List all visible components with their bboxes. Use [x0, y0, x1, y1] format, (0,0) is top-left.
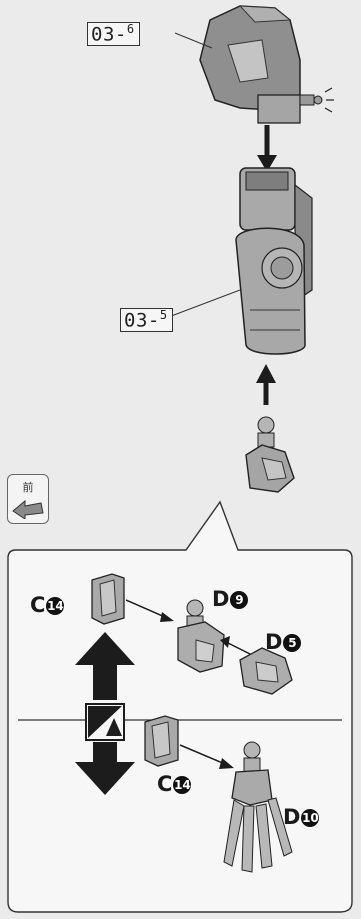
callout-suffix: 6	[126, 22, 135, 36]
arrow-left-icon	[12, 499, 44, 519]
insert-arrow-up	[256, 364, 276, 405]
part-number: 9	[230, 591, 249, 609]
insert-arrow-down	[257, 125, 277, 172]
part-letter: C	[30, 593, 46, 617]
seat-part-illustration	[245, 416, 295, 493]
part-number: 10	[301, 809, 320, 827]
part-letter: D	[265, 630, 283, 654]
head-part-illustration	[199, 5, 334, 124]
part-number: 14	[46, 597, 65, 615]
part-letter: D	[212, 587, 230, 611]
front-direction-badge: 前	[7, 474, 49, 524]
d5-part	[239, 647, 293, 695]
part-letter: D	[283, 805, 301, 829]
up-down-arrow-icon	[75, 632, 135, 795]
part-letter: C	[157, 772, 173, 796]
part-number: 5	[283, 634, 302, 652]
option-swap-icon	[85, 703, 125, 741]
c14-part-lower	[144, 715, 179, 767]
callout-prefix: 03-	[124, 309, 160, 332]
d10-part	[223, 741, 293, 873]
d9-part	[177, 599, 225, 673]
callout-03-5: 03-5	[120, 308, 173, 333]
part-number: 14	[173, 776, 192, 794]
callout-03-6: 03-6	[87, 22, 140, 47]
joint-part-illustration	[235, 167, 313, 355]
callout-suffix: 5	[159, 308, 168, 322]
detail-box	[7, 500, 353, 913]
front-label: 前	[22, 481, 34, 494]
c14-part-upper	[91, 573, 125, 625]
callout-prefix: 03-	[91, 23, 127, 46]
